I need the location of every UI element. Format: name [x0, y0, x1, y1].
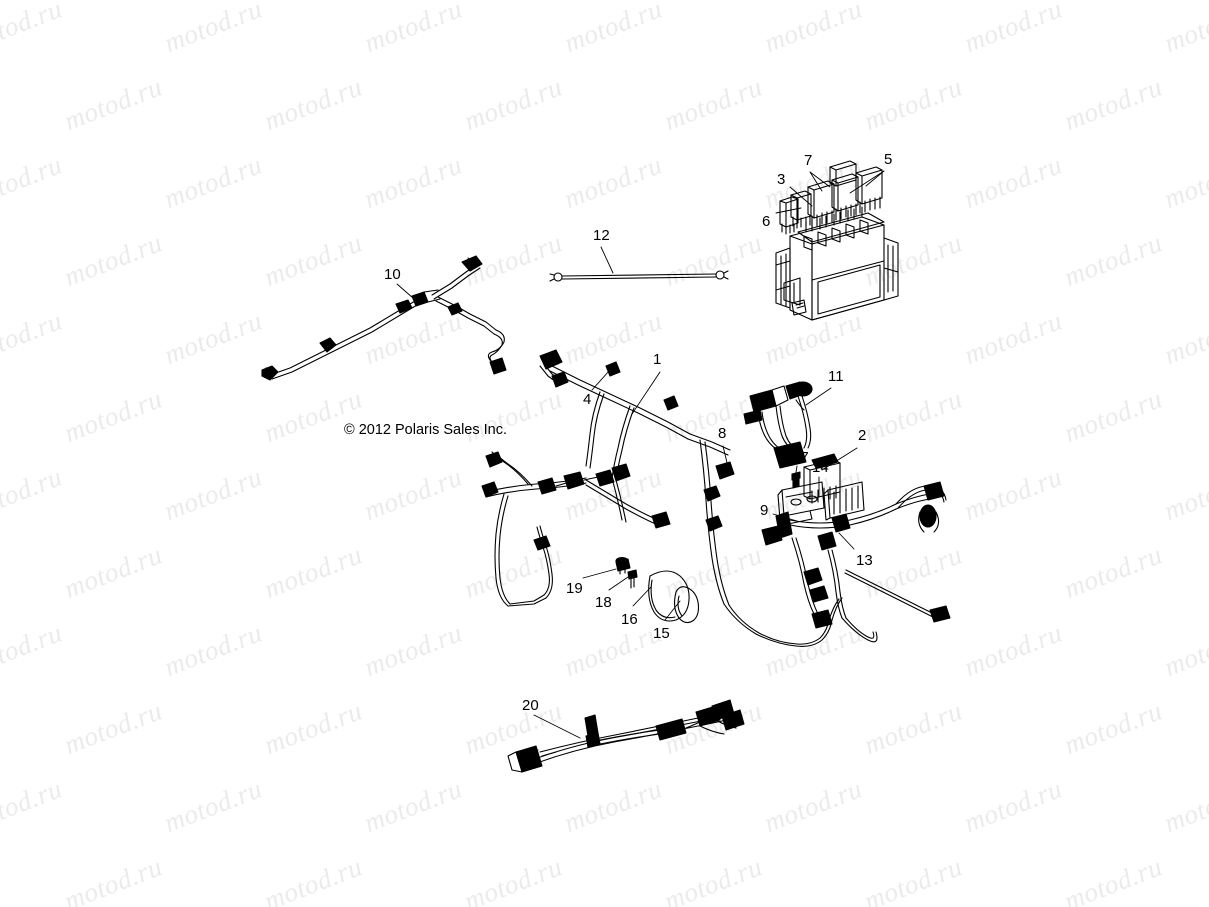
callout-label-17: 17 — [792, 449, 809, 466]
callout-label-10: 10 — [384, 266, 401, 283]
callout-label-14: 14 — [812, 459, 829, 476]
callout-label-5: 5 — [884, 151, 893, 168]
main-harness-assembly — [481, 349, 843, 647]
callout-label-7: 7 — [804, 152, 813, 169]
fuse-holder-bracket — [779, 196, 799, 235]
callout-label-11: 11 — [828, 368, 844, 385]
callout-label-6: 6 — [762, 213, 771, 230]
copyright-notice: © 2012 Polaris Sales Inc. — [344, 422, 508, 438]
rear-harness-assembly — [507, 699, 745, 773]
right-component-cluster — [761, 453, 951, 643]
callout-label-4: 4 — [583, 391, 592, 408]
callout-label-12: 12 — [593, 227, 610, 244]
callout-label-13: 13 — [856, 552, 873, 569]
callout-label-18: 18 — [595, 594, 612, 611]
front-harness-assembly — [261, 255, 507, 381]
accessory-harness — [743, 381, 813, 469]
callout-label-3: 3 — [777, 171, 786, 188]
callout-label-8: 8 — [718, 425, 727, 442]
fuse-relay-box-assembly — [775, 160, 899, 321]
callout-label-15: 15 — [653, 625, 670, 642]
callout-label-19: 19 — [566, 580, 583, 597]
harness-cover-group — [615, 556, 700, 624]
callout-label-20: 20 — [522, 697, 539, 714]
callout-label-16: 16 — [621, 611, 638, 628]
fuse-box-body — [775, 206, 899, 321]
callout-label-2: 2 — [858, 427, 867, 444]
callout-label-1: 1 — [653, 351, 662, 368]
callout-leader-lines — [396, 170, 885, 739]
relay-stack — [790, 160, 883, 229]
callout-label-9: 9 — [760, 502, 769, 519]
battery-ground-cable — [549, 270, 729, 282]
